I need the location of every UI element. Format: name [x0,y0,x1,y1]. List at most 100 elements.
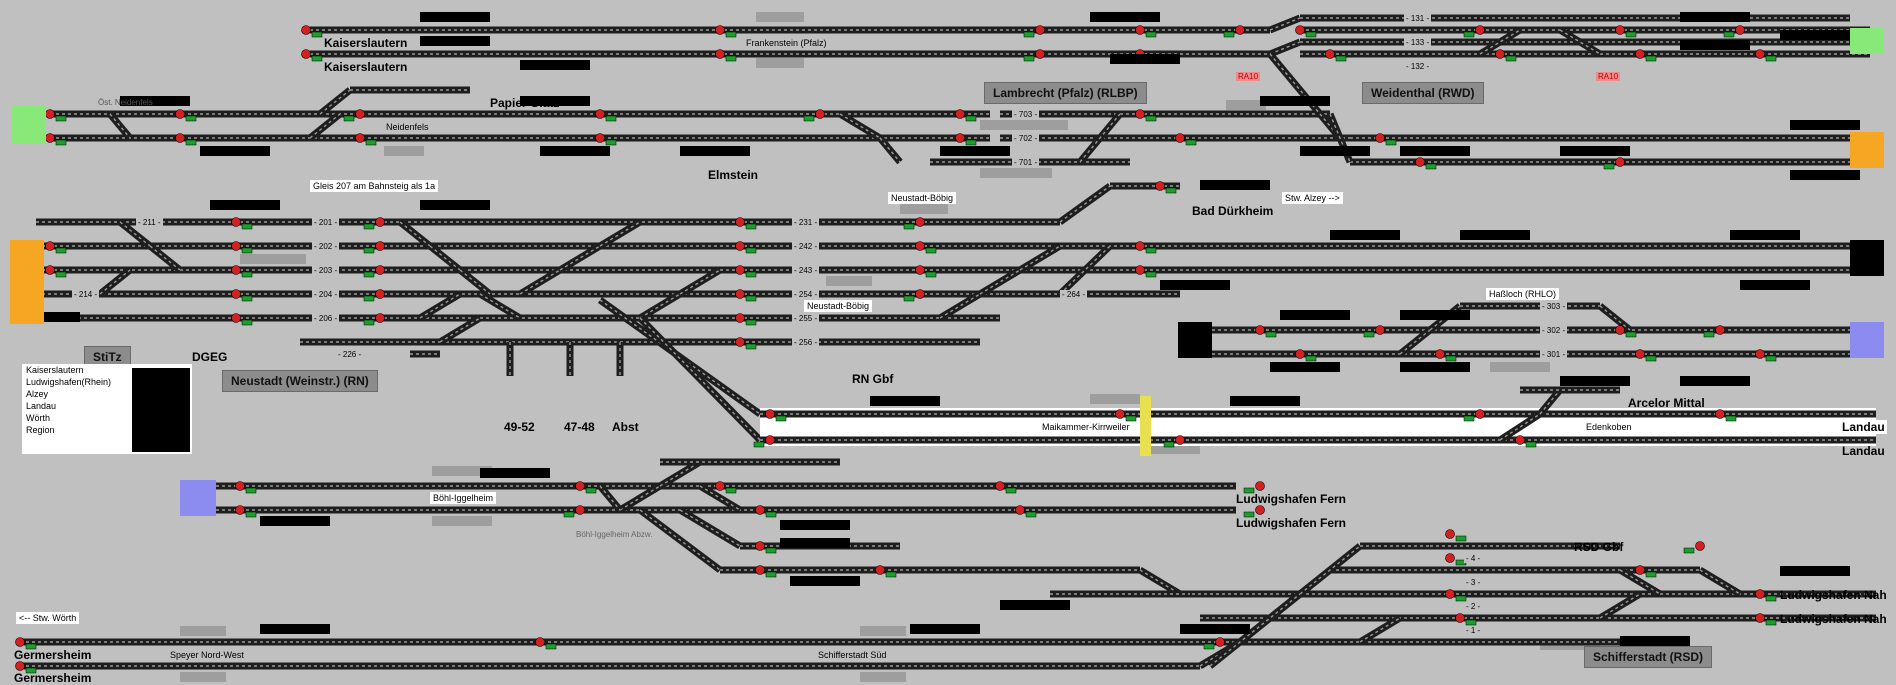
signal-green-icon[interactable] [245,487,257,494]
signal-green-icon[interactable] [745,247,757,254]
track-242[interactable]: - 242 - [792,242,820,251]
signal-red-icon[interactable] [575,505,585,515]
signal-green-icon[interactable] [363,271,375,278]
signal-red-icon[interactable] [1295,349,1305,359]
signal-red-icon[interactable] [1755,349,1765,359]
signal-red-icon[interactable] [1015,505,1025,515]
signal-green-icon[interactable] [1645,55,1657,62]
signal-red-icon[interactable] [595,133,605,143]
signal-green-icon[interactable] [55,247,67,254]
signal-green-icon[interactable] [1335,55,1347,62]
train-number-field[interactable] [210,200,280,210]
track-2[interactable]: - 2 - [1464,602,1483,611]
signal-green-icon[interactable] [1505,55,1517,62]
track-segment[interactable] [1268,38,1302,58]
signal-green-icon[interactable] [775,415,787,422]
track-301[interactable]: - 301 - [1540,350,1568,359]
signal-green-icon[interactable] [1463,415,1475,422]
signal-red-icon[interactable] [1135,265,1145,275]
train-number-field[interactable] [910,624,980,634]
signal-green-icon[interactable] [1363,331,1375,338]
exit-kaiserslautern-west[interactable] [12,106,46,144]
signal-green-icon[interactable] [885,571,897,578]
signal-green-icon[interactable] [585,487,597,494]
train-number-field[interactable] [520,60,590,70]
signal-green-icon[interactable] [1023,55,1035,62]
signal-green-icon[interactable] [765,511,777,518]
signal-green-icon[interactable] [245,511,257,518]
train-number-field[interactable] [1300,146,1370,156]
track-302[interactable]: - 302 - [1540,326,1568,335]
track-1[interactable]: - 1 - [1464,626,1483,635]
signal-green-icon[interactable] [1305,355,1317,362]
signal-green-icon[interactable] [365,139,377,146]
signal-red-icon[interactable] [875,565,885,575]
signal-green-icon[interactable] [745,343,757,350]
signal-red-icon[interactable] [375,265,385,275]
signal-green-icon[interactable] [1625,331,1637,338]
signal-red-icon[interactable] [915,265,925,275]
track-203[interactable]: - 203 - [312,266,340,275]
track-201[interactable]: - 201 - [312,218,340,227]
signal-green-icon[interactable] [241,319,253,326]
track-243[interactable]: - 243 - [792,266,820,275]
train-number-field[interactable] [1180,624,1250,634]
signal-green-icon[interactable] [1145,31,1157,38]
signal-green-icon[interactable] [1305,31,1317,38]
signal-red-icon[interactable] [15,637,25,647]
signal-green-icon[interactable] [605,139,617,146]
signal-green-icon[interactable] [903,295,915,302]
signal-red-icon[interactable] [375,313,385,323]
signal-red-icon[interactable] [1445,553,1455,563]
signal-red-icon[interactable] [1175,133,1185,143]
signal-red-icon[interactable] [535,637,545,647]
signal-red-icon[interactable] [1255,325,1265,335]
signal-red-icon[interactable] [1475,25,1485,35]
signal-green-icon[interactable] [1163,441,1175,448]
signal-green-icon[interactable] [765,547,777,554]
track-segment[interactable] [1057,243,1113,297]
signal-green-icon[interactable] [725,31,737,38]
track-206[interactable]: - 206 - [312,314,340,323]
signal-red-icon[interactable] [1235,25,1245,35]
signal-red-icon[interactable] [1755,589,1765,599]
train-number-field[interactable] [1090,12,1160,22]
signal-red-icon[interactable] [231,241,241,251]
signal-red-icon[interactable] [1135,25,1145,35]
signal-green-icon[interactable] [1455,535,1467,542]
signal-red-icon[interactable] [1615,157,1625,167]
signal-red-icon[interactable] [45,133,55,143]
signal-green-icon[interactable] [903,223,915,230]
signal-red-icon[interactable] [1325,49,1335,59]
train-number-field[interactable] [780,520,850,530]
signal-green-icon[interactable] [1025,511,1037,518]
train-number-field[interactable] [790,576,860,586]
train-number-field[interactable] [1110,54,1180,64]
signal-green-icon[interactable] [1765,55,1777,62]
signal-red-icon[interactable] [1445,589,1455,599]
signal-red-icon[interactable] [1415,157,1425,167]
signal-red-icon[interactable] [1455,613,1465,623]
signal-green-icon[interactable] [185,139,197,146]
track-702[interactable]: - 702 - [1012,134,1040,143]
signal-green-icon[interactable] [311,55,323,62]
signal-red-icon[interactable] [231,265,241,275]
signal-green-icon[interactable] [563,511,575,518]
signal-green-icon[interactable] [965,139,977,146]
signal-green-icon[interactable] [1683,547,1695,554]
signal-red-icon[interactable] [735,265,745,275]
signal-red-icon[interactable] [1475,409,1485,419]
signal-red-icon[interactable] [1635,565,1645,575]
signal-red-icon[interactable] [915,217,925,227]
signal-green-icon[interactable] [753,441,765,448]
signal-red-icon[interactable] [1435,349,1445,359]
train-number-field[interactable] [1790,170,1860,180]
train-number-field[interactable] [780,538,850,548]
train-number-field[interactable] [1160,280,1230,290]
signal-red-icon[interactable] [175,109,185,119]
signal-green-icon[interactable] [1145,247,1157,254]
signal-green-icon[interactable] [745,295,757,302]
signal-red-icon[interactable] [765,435,775,445]
signal-green-icon[interactable] [1645,355,1657,362]
track-264[interactable]: - 264 - [1060,290,1088,299]
